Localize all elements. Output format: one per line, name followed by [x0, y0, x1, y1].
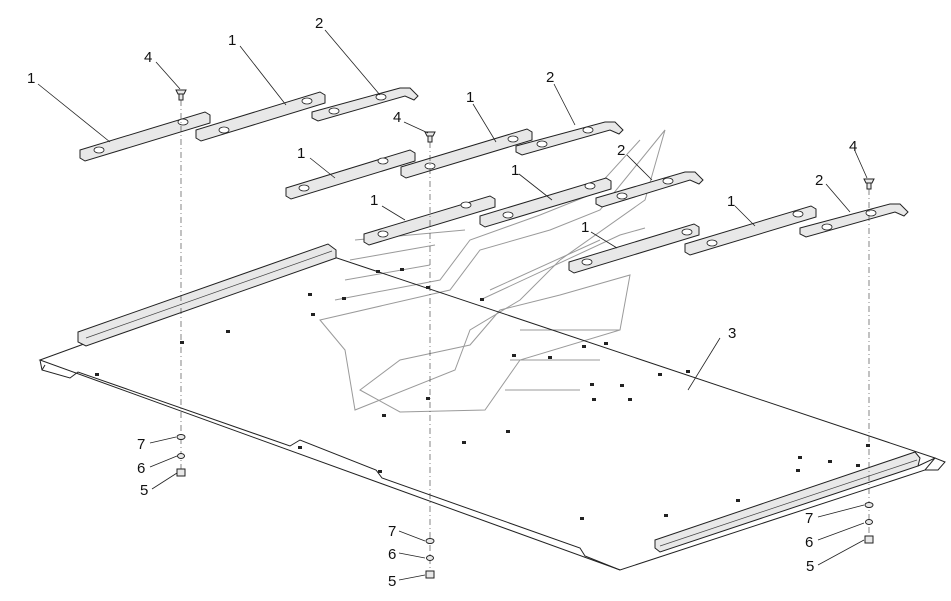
- label-5: 5: [806, 558, 814, 575]
- label-4: 4: [144, 49, 152, 66]
- bolt-left: [175, 89, 187, 101]
- end-strip-part: [311, 87, 419, 122]
- strips-row-1: [79, 87, 419, 162]
- label-1: 1: [297, 145, 305, 162]
- fasteners-right: [864, 502, 874, 544]
- label-7: 7: [388, 523, 396, 540]
- callout-labels: 1 1 2 4 1 1 2 4 1 1 2 1 1 2 4 3 7 6 5 7 …: [27, 15, 857, 590]
- label-4: 4: [393, 109, 401, 126]
- floor-panel: [38, 243, 946, 571]
- bolt-right: [863, 178, 875, 190]
- label-1: 1: [466, 89, 474, 106]
- fasteners-left: [176, 434, 186, 477]
- bolt-center: [424, 131, 436, 143]
- label-2: 2: [815, 172, 823, 189]
- label-1: 1: [228, 32, 236, 49]
- label-1: 1: [727, 193, 735, 210]
- label-7: 7: [137, 436, 145, 453]
- panel-holes: [95, 268, 870, 520]
- label-2: 2: [315, 15, 323, 32]
- leader-lines: [37, 29, 868, 581]
- label-2: 2: [546, 69, 554, 86]
- fasteners-center: [425, 538, 435, 579]
- label-6: 6: [137, 460, 145, 477]
- label-1: 1: [27, 70, 35, 87]
- strips-row-4: [568, 203, 909, 274]
- label-6: 6: [388, 546, 396, 563]
- label-2: 2: [617, 142, 625, 159]
- strip-part: [285, 149, 416, 200]
- strip-part: [79, 111, 211, 162]
- label-5: 5: [140, 482, 148, 499]
- leader-3: [687, 337, 721, 391]
- label-1: 1: [370, 192, 378, 209]
- label-7: 7: [805, 510, 813, 527]
- label-6: 6: [805, 534, 813, 551]
- label-3: 3: [728, 325, 736, 342]
- label-5: 5: [388, 573, 396, 590]
- label-1: 1: [581, 219, 589, 236]
- strips-row-3: [363, 171, 704, 246]
- label-1: 1: [511, 162, 519, 179]
- label-4: 4: [849, 138, 857, 155]
- strips-row-2: [285, 121, 624, 200]
- strip-part: [684, 205, 817, 256]
- strip-part: [568, 223, 700, 274]
- strip-part: [363, 195, 496, 246]
